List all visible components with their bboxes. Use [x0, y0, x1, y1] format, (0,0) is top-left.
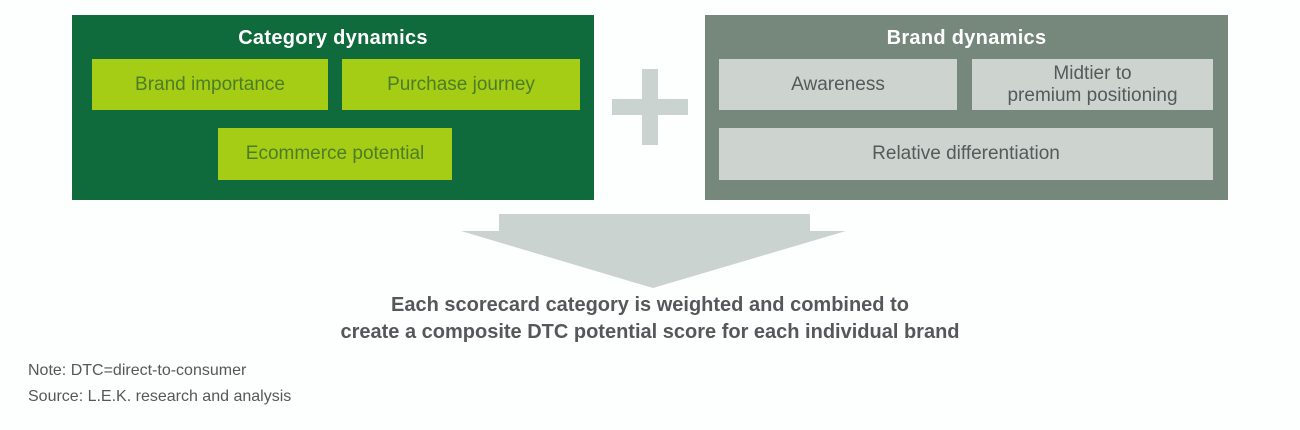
note-text: Note: DTC=direct-to-consumer: [28, 362, 247, 379]
source-text: Source: L.E.K. research and analysis: [28, 388, 292, 405]
arrow-down-icon: [461, 214, 846, 288]
plus-icon: [612, 69, 688, 145]
chip-midtier-premium-positioning: Midtier to premium positioning: [972, 59, 1213, 110]
caption: Each scorecard category is weighted and …: [250, 292, 1050, 346]
chip-relative-differentiation: Relative differentiation: [719, 128, 1213, 180]
chip-brand-importance: Brand importance: [92, 59, 328, 110]
category-dynamics-panel: Category dynamics Brand importance Purch…: [72, 15, 594, 200]
category-dynamics-title: Category dynamics: [238, 27, 428, 49]
brand-dynamics-title: Brand dynamics: [886, 27, 1047, 49]
chip-purchase-journey: Purchase journey: [342, 59, 580, 110]
chip-ecommerce-potential: Ecommerce potential: [218, 128, 452, 180]
caption-line-2: create a composite DTC potential score f…: [340, 321, 960, 343]
brand-dynamics-panel: Brand dynamics Awareness Midtier to prem…: [705, 15, 1228, 200]
chip-awareness: Awareness: [719, 59, 957, 110]
footnotes: Note: DTC=direct-to-consumer Source: L.E…: [28, 358, 291, 410]
caption-line-1: Each scorecard category is weighted and …: [391, 294, 909, 316]
